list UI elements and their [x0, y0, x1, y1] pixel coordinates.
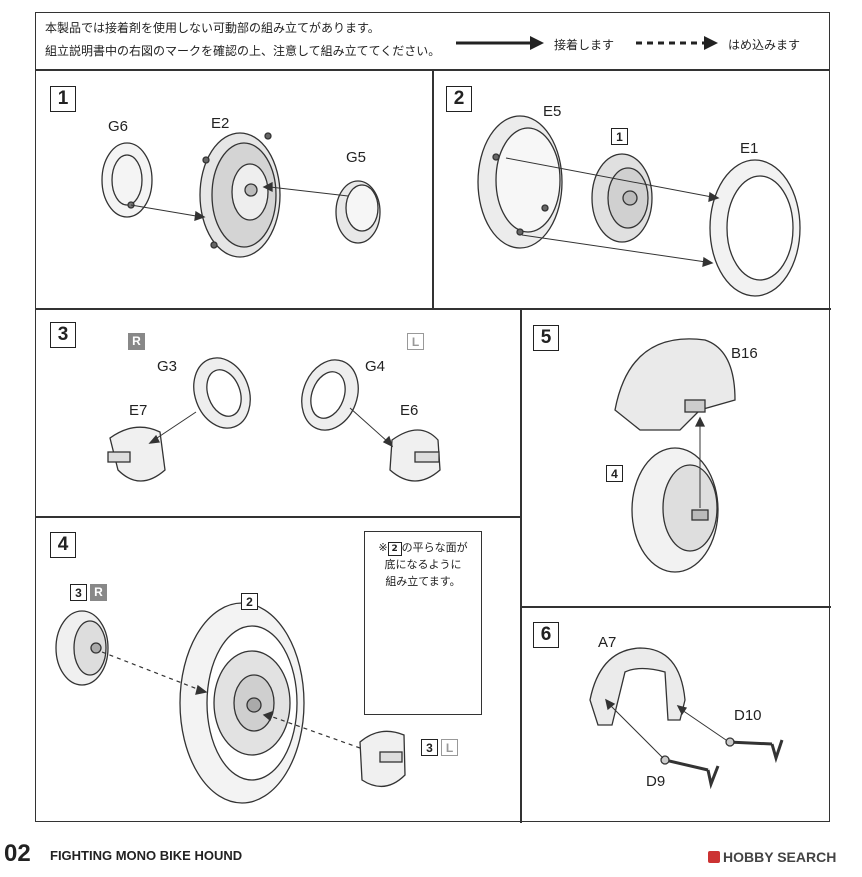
- step-number: 6: [533, 622, 559, 648]
- legend-arrows-icon: [456, 36, 718, 50]
- legend-glue-label: 接着します: [554, 38, 615, 52]
- right-side-tag: R: [128, 333, 145, 350]
- left-side-tag: L: [441, 739, 458, 756]
- notice-line-2: 組立説明書中の右図のマークを確認の上、注意して組み立ててください。: [45, 44, 441, 58]
- part-e6-drawing: [389, 429, 441, 482]
- part-label: B16: [731, 345, 758, 362]
- part-e2-drawing: [199, 132, 281, 258]
- divider: [432, 71, 434, 309]
- part-g4-drawing: [301, 359, 359, 431]
- notice-box: 本製品では接着剤を使用しない可動部の組み立てがあります。 組立説明書中の右図のマ…: [35, 12, 830, 70]
- part-label: E2: [211, 115, 230, 132]
- part-ref3l-drawing: [359, 730, 406, 787]
- product-title: FIGHTING MONO BIKE HOUND: [50, 848, 243, 863]
- step-ref-tag: 3: [421, 739, 438, 756]
- part-label: G4: [365, 358, 386, 375]
- part-label: D9: [646, 773, 666, 790]
- part-label: A7: [598, 634, 617, 651]
- part-a7-drawing: [589, 647, 686, 726]
- part-d9-drawing: [660, 755, 720, 790]
- watermark-brand: HOBBY SEARCH: [708, 849, 836, 865]
- notice-line-1: 本製品では接着剤を使用しない可動部の組み立てがあります。: [45, 21, 380, 35]
- left-side-tag: L: [407, 333, 424, 350]
- step-ref-tag: 1: [611, 128, 628, 145]
- part-ref2-wheel-drawing: [179, 602, 305, 804]
- note-line-1-text: の平らな面が: [401, 541, 468, 554]
- step-number: 2: [446, 86, 472, 112]
- note-ref-tag: 2: [387, 542, 402, 556]
- part-label: E5: [543, 103, 562, 120]
- part-ref4-wheel-drawing: [631, 447, 719, 573]
- divider: [36, 308, 831, 310]
- part-label: E7: [129, 402, 148, 419]
- part-e7-drawing: [107, 426, 166, 482]
- step-number: 5: [533, 325, 559, 351]
- legend-snap-label: はめ込みます: [728, 38, 801, 52]
- part-g6-drawing: [101, 142, 153, 218]
- brand-logo-icon: [708, 851, 720, 863]
- step-ref-tag: 2: [241, 593, 258, 610]
- part-ref3r-drawing: [55, 610, 109, 686]
- part-d10-drawing: [725, 737, 784, 764]
- step-number: 1: [50, 86, 76, 112]
- part-label: E6: [400, 402, 419, 419]
- part-label: D10: [734, 707, 762, 724]
- right-side-tag: R: [90, 584, 107, 601]
- part-e1-drawing: [709, 159, 801, 297]
- page-number: 02: [4, 840, 31, 867]
- note-line-2: 底になるように: [384, 558, 462, 571]
- part-label: G6: [108, 118, 129, 135]
- note-prefix: ※: [378, 541, 388, 554]
- part-g3-drawing: [193, 357, 251, 429]
- divider: [36, 516, 521, 518]
- step-ref-tag: 3: [70, 584, 87, 601]
- part-b16-drawing: [614, 338, 736, 431]
- note-line-3: 組み立てます。: [385, 575, 461, 588]
- step-number: 3: [50, 322, 76, 348]
- part-label: G5: [346, 149, 367, 166]
- instruction-frame: [35, 70, 831, 823]
- part-ref1-wheel-drawing: [591, 153, 653, 243]
- part-e5-drawing: [477, 115, 563, 249]
- part-label: E1: [740, 140, 759, 157]
- divider: [520, 606, 831, 608]
- step-number: 4: [50, 532, 76, 558]
- part-g5-drawing: [335, 180, 381, 244]
- step-ref-tag: 4: [606, 465, 623, 482]
- part-label: G3: [157, 358, 178, 375]
- divider: [520, 308, 522, 823]
- brand-name: HOBBY SEARCH: [723, 849, 837, 865]
